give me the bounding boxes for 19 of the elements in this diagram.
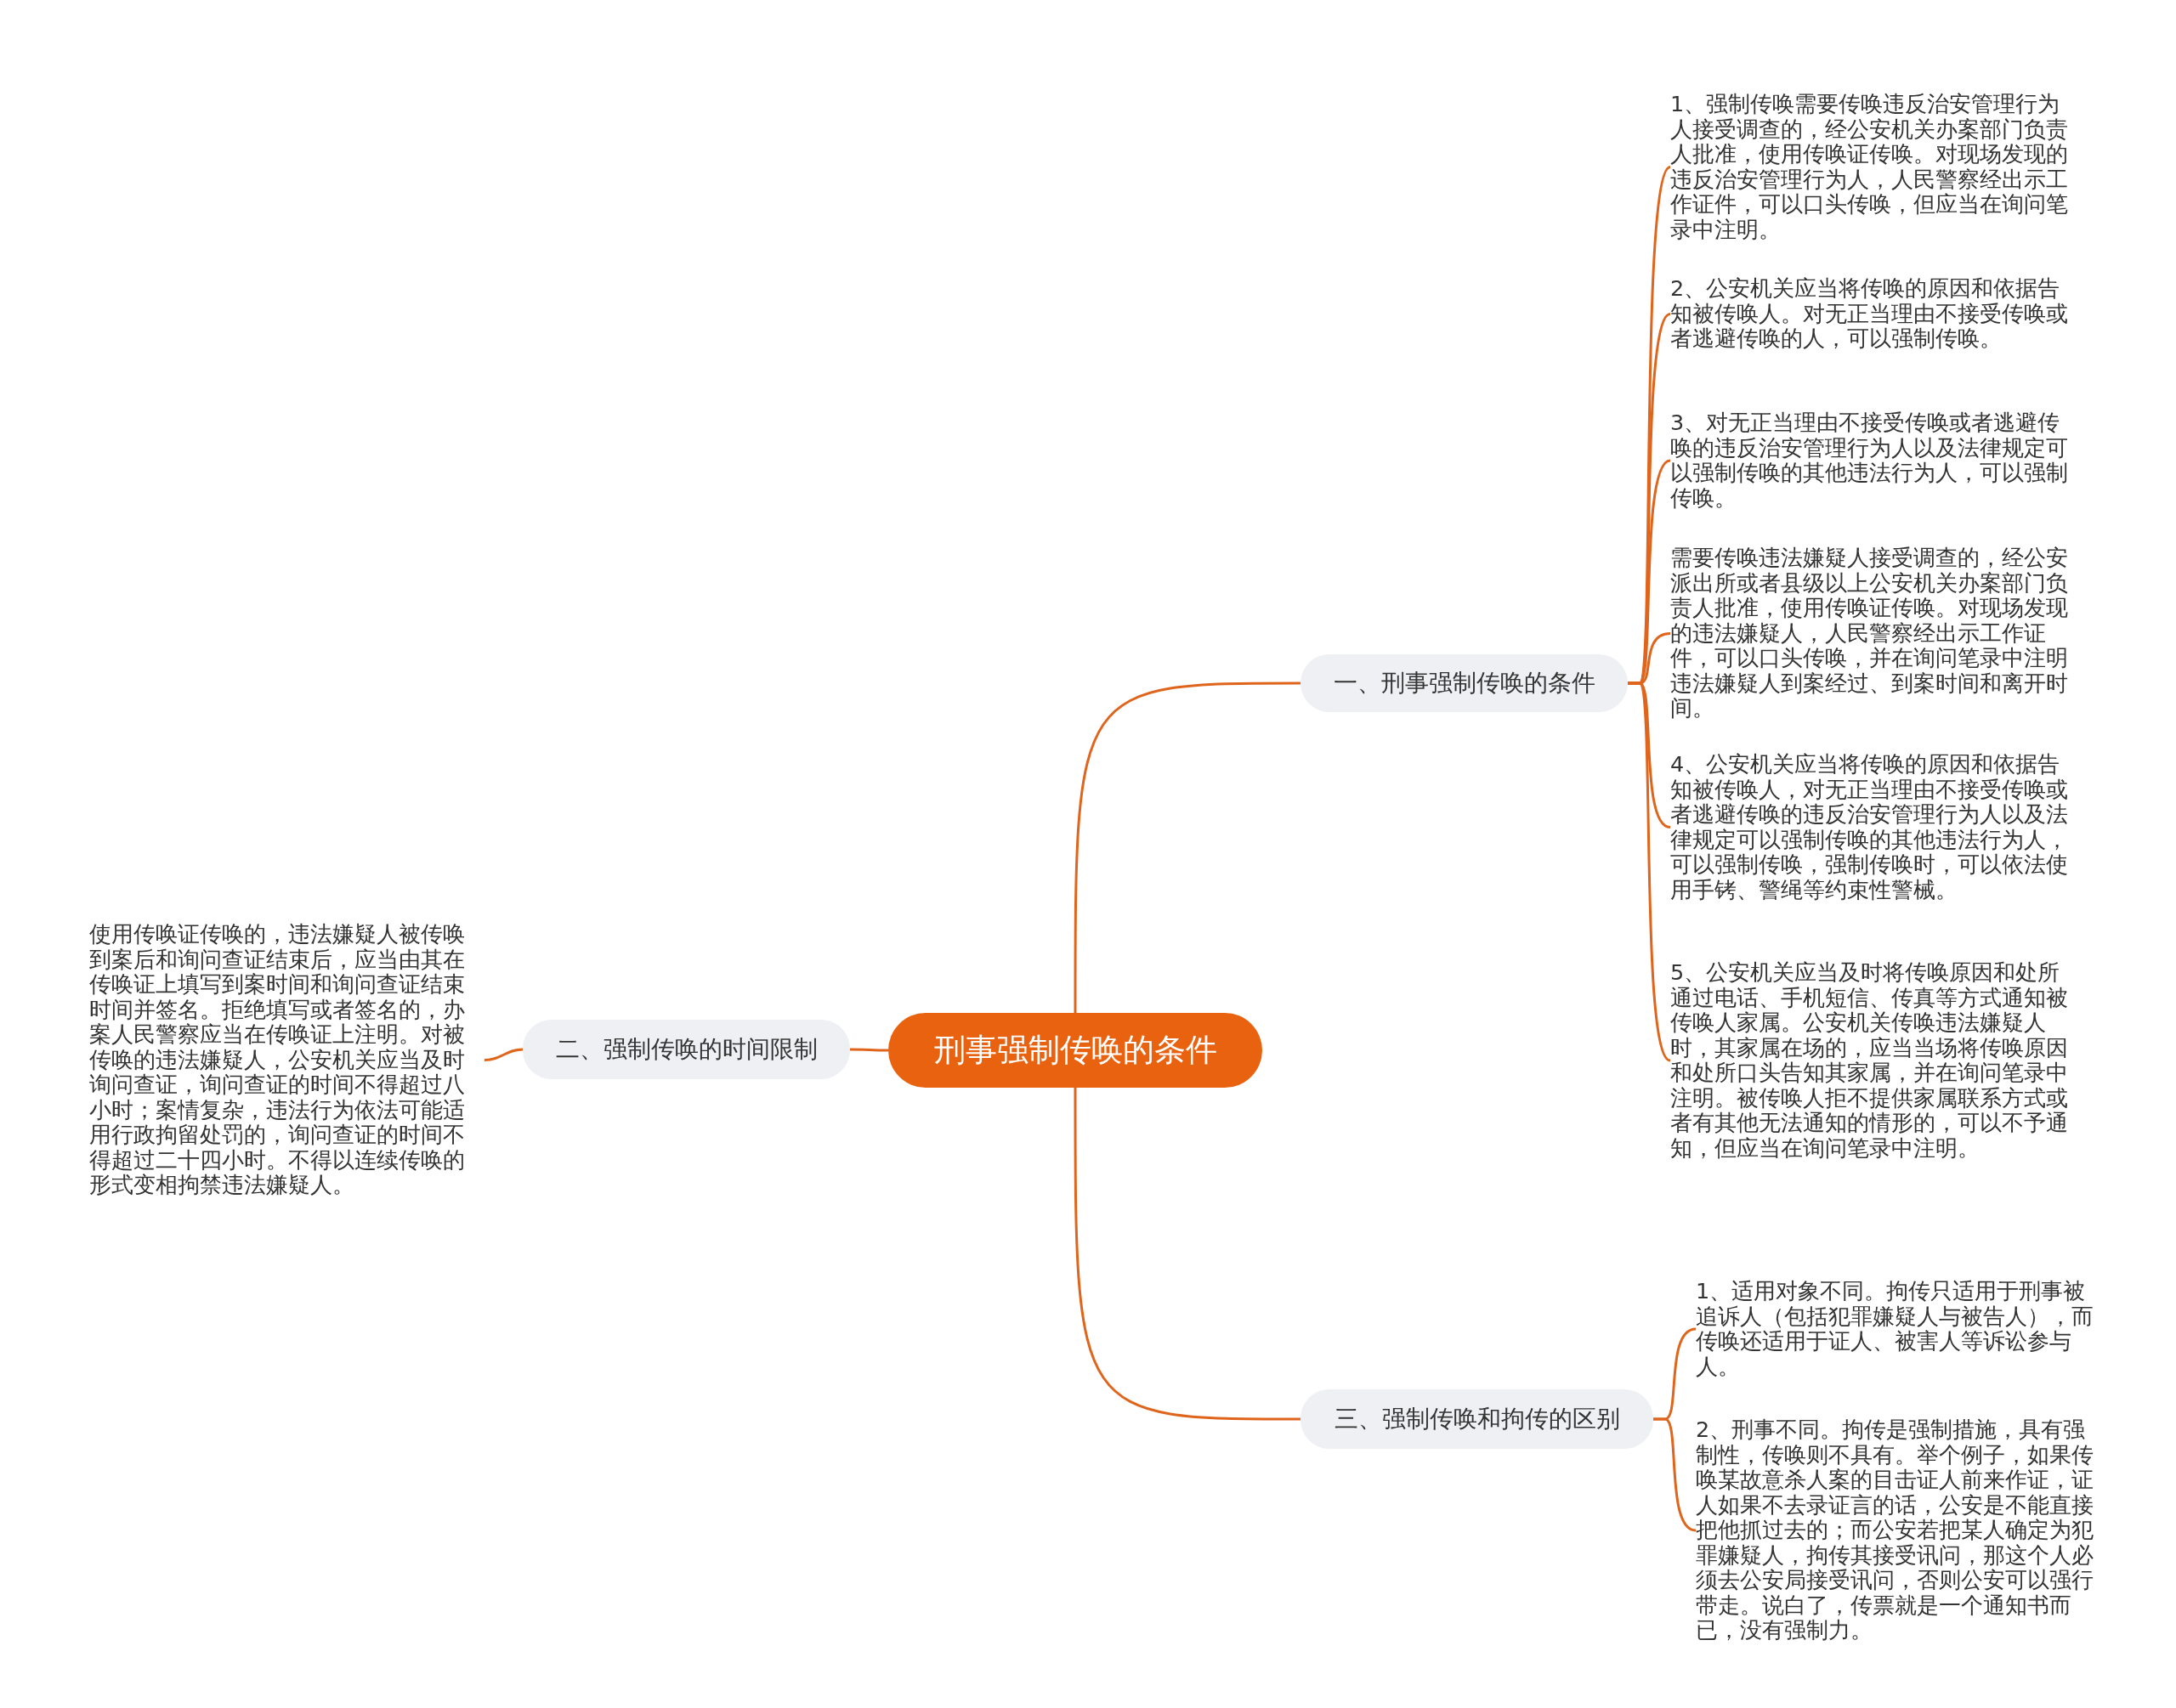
note-text: 3、对无正当理由不接受传唤或者逃避传唤的违反治安管理行为人以及法律规定可以强制传唤的其他违法行为人，可以强制传唤。: [1670, 410, 2070, 511]
connector-line: [1628, 682, 1672, 1061]
topic-pill: 一、刑事强制传唤的条件: [1300, 654, 1628, 712]
note-text: 5、公安机关应当及时将传唤原因和处所通过电话、手机短信、传真等方式通知被传唤人家属。公安机关传唤违法嫌疑人时，其家属在场的，应当当场将传唤原因和处所口头告知其家属，并在询问笔录中注明。被传唤人拒不提供家属联系方式或者有其他无法通知的情形的，可以不予通知，但应当在询问笔录中注明。: [1670, 960, 2070, 1161]
connector-line: [484, 1048, 524, 1061]
topic-pill: 二、强制传唤的时间限制: [523, 1020, 850, 1079]
note-text: 使用传唤证传唤的，违法嫌疑人被传唤到案后和询问查证结束后，应当由其在传唤证上填写到案时间和询问查证结束时间并签名。拒绝填写或者签名的，办案人民警察应当在传唤证上注明。对被传唤的违法嫌疑人，公安机关应当及时询问查证，询问查证的时间不得超过八小时；案情复杂，违法行为依法可能适用行政拘留处罚的，询问查证的时间不得超过二十四小时。不得以连续传唤的形式变相拘禁违法嫌疑人。: [89, 922, 484, 1198]
note-text: 1、强制传唤需要传唤违反治安管理行为人接受调查的，经公安机关办案部门负责人批准，使用传唤证传唤。对现场发现的违反治安管理行为人，人民警察经出示工作证件，可以口头传唤，但应当在询问笔录中注明。: [1670, 92, 2070, 242]
connector-line: [1074, 1088, 1300, 1421]
note-text: 4、公安机关应当将传唤的原因和依据告知被传唤人，对无正当理由不接受传唤或者逃避传唤的违反治安管理行为人以及法律规定可以强制传唤的其他违法行为人，可以强制传唤，强制传唤时，可以依法使用手铐、警绳等约束性警械。: [1670, 752, 2070, 902]
note-text: 2、刑事不同。拘传是强制措施，具有强制性，传唤则不具有。举个例子，如果传唤某故意杀人案的目击证人前来作证，证人如果不去录证言的话，公安是不能直接把他抓过去的；而公安若把某人确定为犯罪嫌疑人，拘传其接受讯问，那这个人必须去公安局接受讯问，否则公安可以强行带走。说白了，传票就是一个通知书而已，没有强制力。: [1696, 1417, 2095, 1643]
connector-line: [1653, 1417, 1697, 1532]
connector-line: [1074, 682, 1300, 1013]
note-text: 2、公安机关应当将传唤的原因和依据告知被传唤人。对无正当理由不接受传唤或者逃避传唤的人，可以强制传唤。: [1670, 276, 2070, 352]
note-text: 需要传唤违法嫌疑人接受调查的，经公安派出所或者县级以上公安机关办案部门负责人批准，使用传唤证传唤。对现场发现的违法嫌疑人，人民警察经出示工作证件，可以口头传唤，并在询问笔录中注明违法嫌疑人到案经过、到案时间和离开时间。: [1670, 546, 2070, 721]
connector-line: [850, 1048, 888, 1052]
central-topic: 刑事强制传唤的条件: [888, 1013, 1262, 1088]
topic-pill: 三、强制传唤和拘传的区别: [1300, 1389, 1653, 1449]
note-text: 1、适用对象不同。拘传只适用于刑事被追诉人（包括犯罪嫌疑人与被告人），而传唤还适用于证人、被害人等诉讼参与人。: [1696, 1279, 2095, 1379]
